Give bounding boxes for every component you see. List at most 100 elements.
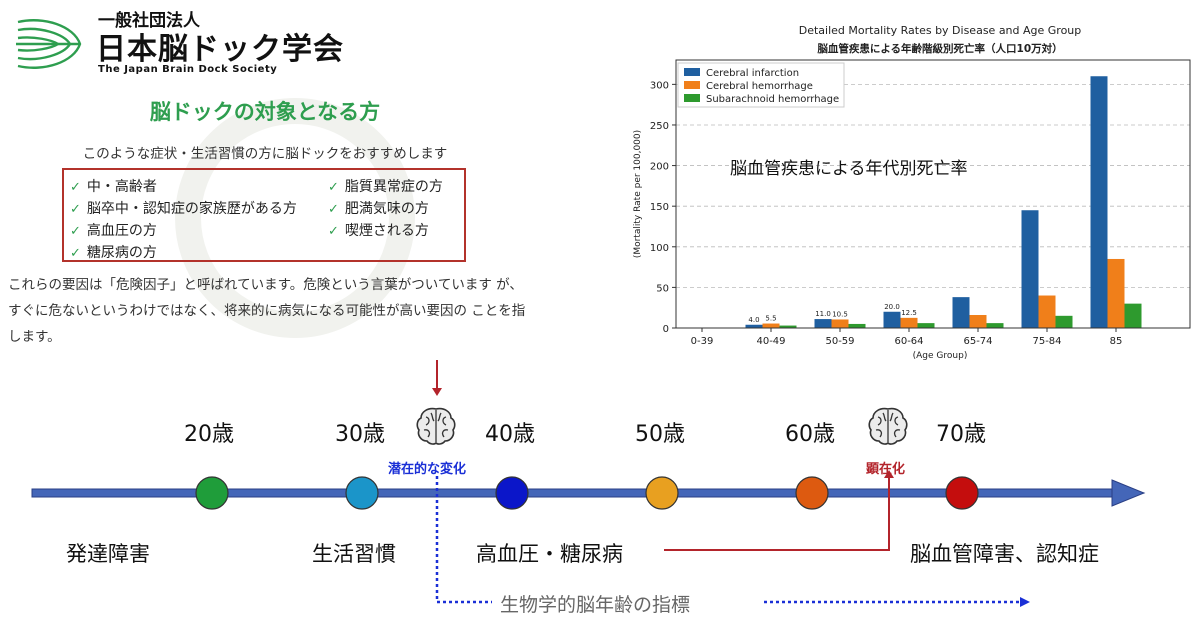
timeline-node-3	[645, 476, 679, 510]
chart-annotation: 脳血管疾患による年代別死亡率	[730, 159, 968, 179]
bar-1-6	[1107, 258, 1125, 328]
age-label-30: 30歳	[335, 422, 385, 447]
check-icon: ✓	[70, 202, 81, 217]
x-tick-label: 60-64	[894, 336, 923, 347]
legend-swatch	[684, 94, 700, 102]
x-tick-label: 65-74	[963, 336, 992, 347]
timeline-diagram	[31, 360, 1146, 607]
biomarker-label: 生物学的脳年齢の指標	[500, 594, 691, 616]
timeline-node-0	[195, 476, 229, 510]
risk-connector-arrowhead	[432, 388, 442, 396]
target-section-subtitle: このような症状・生活習慣の方に脳ドックをおすすめします	[82, 146, 448, 162]
plot-frame	[675, 59, 1191, 329]
list-item: ✓中・高齢者	[70, 179, 157, 195]
bar-2-1	[779, 325, 797, 328]
society-logo	[16, 19, 82, 69]
x-tick-label: 85	[1110, 336, 1123, 347]
data-label: 4.0	[748, 316, 759, 324]
y-tick-label: 0	[663, 324, 669, 335]
risk-factor-explanation: これらの要因は「危険因子」と呼ばれています。危険という言葉がついています が、す…	[8, 277, 526, 345]
age-label-20: 20歳	[184, 422, 234, 447]
x-axis-label: (Age Group)	[913, 351, 968, 361]
stage-hypertension-diabetes: 高血圧・糖尿病	[476, 542, 623, 566]
biomarker-arrowhead	[1020, 597, 1030, 607]
data-label: 20.0	[884, 303, 900, 311]
y-tick-label: 200	[650, 162, 669, 173]
bar-0-1	[745, 324, 763, 328]
stage-lifestyle: 生活習慣	[312, 542, 396, 566]
bar-1-1	[762, 323, 780, 328]
y-tick-label: 300	[650, 80, 669, 91]
bar-2-2	[848, 323, 866, 328]
target-section-title: 脳ドックの対象となる方	[149, 100, 381, 124]
check-icon: ✓	[328, 224, 339, 239]
age-label-50: 50歳	[635, 422, 685, 447]
bar-2-5	[1055, 315, 1073, 328]
manifestation-label: 顕在化	[866, 462, 906, 477]
bar-1-2	[831, 319, 849, 328]
data-label: 12.5	[901, 309, 917, 317]
bar-0-2	[814, 319, 832, 328]
brain-icon	[868, 407, 908, 445]
x-tick-label: 75-84	[1032, 336, 1061, 347]
y-axis-label: (Mortality Rate per 100,000)	[633, 130, 643, 258]
manifest-connector-line	[664, 476, 890, 551]
bar-0-3	[883, 311, 901, 328]
timeline-node-4	[795, 476, 829, 510]
stage-developmental-disorder: 発達障害	[66, 542, 150, 566]
list-item: ✓脳卒中・認知症の家族歴がある方	[70, 201, 297, 217]
age-label-40: 40歳	[485, 422, 535, 447]
list-item: ✓脂質異常症の方	[328, 179, 443, 195]
y-tick-label: 50	[656, 283, 669, 294]
symptom-list-box	[62, 168, 466, 262]
x-tick-label: 50-59	[825, 336, 854, 347]
check-icon: ✓	[70, 224, 81, 239]
timeline-node-1	[345, 476, 379, 510]
list-item: ✓糖尿病の方	[70, 245, 157, 261]
org-name: 日本脳ドック学会	[96, 32, 344, 67]
bar-2-4	[986, 323, 1004, 328]
legend-label: Cerebral hemorrhage	[706, 81, 813, 92]
x-tick-label: 0-39	[691, 336, 714, 347]
data-label: 5.5	[765, 315, 776, 323]
legend-label: Cerebral infarction	[706, 68, 799, 79]
legend-label: Subarachnoid hemorrhage	[706, 94, 839, 105]
stage-cerebrovascular-dementia: 脳血管障害、認知症	[910, 542, 1099, 566]
org-prefix: 一般社団法人	[98, 11, 200, 31]
timeline-arrow-head	[1111, 479, 1146, 507]
x-tick-label: 40-49	[756, 336, 785, 347]
bar-0-6	[1090, 76, 1108, 328]
list-item: ✓喫煙される方	[328, 223, 429, 239]
data-label: 11.0	[815, 310, 831, 318]
chart-title: Detailed Mortality Rates by Disease and …	[799, 24, 1082, 37]
y-tick-label: 100	[650, 243, 669, 254]
check-icon: ✓	[328, 180, 339, 195]
bar-1-5	[1038, 295, 1056, 328]
y-tick-label: 150	[650, 202, 669, 213]
timeline-node-5	[945, 476, 979, 510]
bar-2-6	[1124, 303, 1142, 328]
latent-change-label: 潜在的な変化	[388, 462, 467, 477]
org-english-name: The Japan Brain Dock Society	[98, 64, 278, 75]
bar-1-3	[900, 317, 918, 328]
bar-0-5	[1021, 210, 1039, 328]
biomarker-dotted-line	[435, 476, 492, 604]
list-item: ✓肥満気味の方	[328, 201, 429, 217]
check-icon: ✓	[70, 246, 81, 261]
chart-subtitle: 脳血管疾患による年齢階級別死亡率（人口10万対）	[817, 42, 1062, 55]
check-icon: ✓	[328, 202, 339, 217]
bar-1-4	[969, 315, 987, 328]
y-tick-label: 250	[650, 121, 669, 132]
list-item: ✓高血圧の方	[70, 223, 157, 239]
data-label: 10.5	[832, 310, 848, 318]
legend-swatch	[684, 68, 700, 76]
check-icon: ✓	[70, 180, 81, 195]
legend-swatch	[684, 81, 700, 89]
bar-2-3	[917, 323, 935, 328]
timeline-node-2	[495, 476, 529, 510]
manifest-connector-arrowhead	[884, 470, 894, 478]
age-label-60: 60歳	[785, 422, 835, 447]
brain-icon	[416, 407, 456, 445]
age-label-70: 70歳	[936, 422, 986, 447]
